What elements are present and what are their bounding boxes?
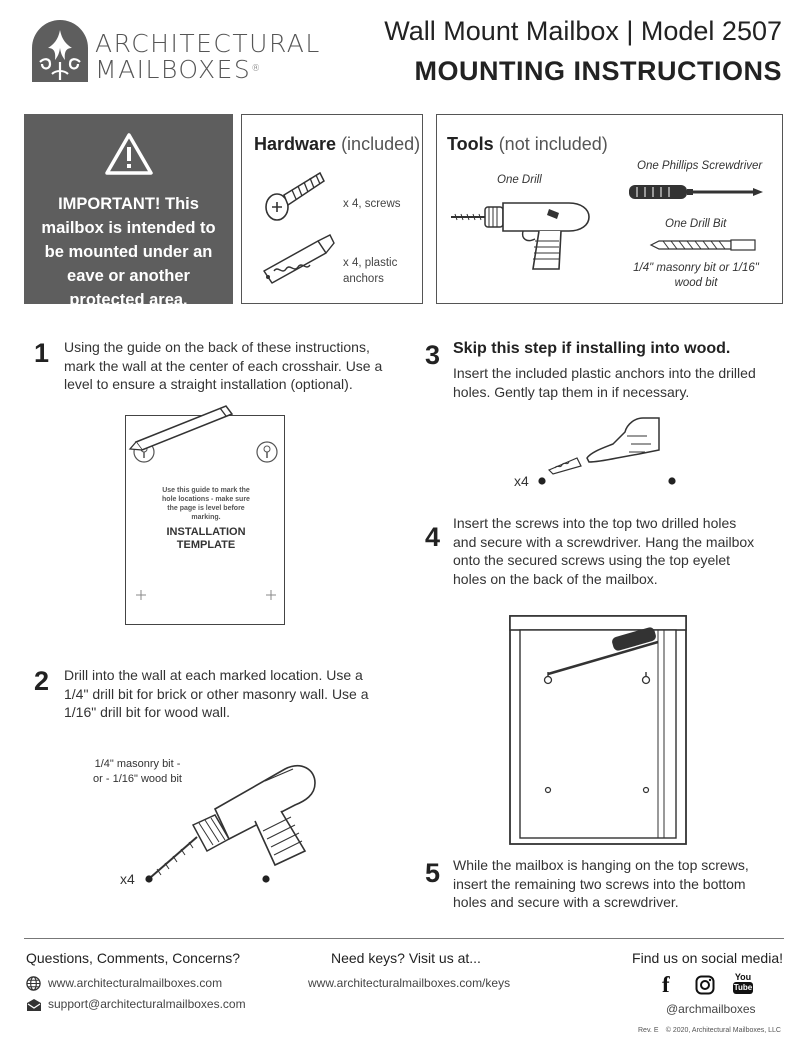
step-3-qty: x4 (514, 473, 529, 489)
finger-anchor-icon (547, 417, 660, 475)
hardware-box: Hardware (included) x 4, screws x 4, pla… (241, 114, 423, 304)
drill-bit-icon (649, 239, 756, 251)
screws-label: x 4, screws (343, 198, 401, 210)
footer-email-link[interactable]: support@architecturalmailboxes.com (48, 997, 246, 1011)
keyhole-right-icon (256, 441, 278, 463)
step-1-text: Using the guide on the back of these ins… (64, 339, 383, 392)
facebook-icon[interactable]: f (662, 972, 670, 997)
tools-box: Tools (not included) One Drill One Phill… (436, 114, 783, 304)
installation-template-illustration: Use this guide to mark the hole location… (125, 415, 285, 625)
important-text: IMPORTANT! This mailbox is intended to b… (41, 195, 216, 309)
brand-line2: MAILBOXES® (95, 56, 262, 83)
anchors-label: x 4, plastic anchors (343, 257, 398, 285)
brand-line2-text: MAILBOXES (95, 55, 252, 84)
youtube-icon[interactable]: You Tube (733, 972, 753, 994)
step-3-heading: Skip this step if installing into wood. (453, 340, 731, 357)
registered-mark: ® (251, 64, 262, 74)
step-5-number: 5 (425, 858, 441, 888)
crosshair-left-icon (136, 590, 146, 600)
footer-social-heading: Find us on social media! (632, 950, 783, 966)
footer-questions: Questions, Comments, Concerns? (26, 950, 240, 966)
footer-revision: Rev. E (638, 1027, 659, 1034)
pencil-icon (128, 405, 234, 451)
hardware-title-bold: Hardware (254, 134, 337, 154)
crosshair-right-icon (266, 590, 276, 600)
step-5-text: While the mailbox is hanging on the top … (453, 857, 749, 910)
drill-icon (451, 202, 590, 270)
template-title: INSTALLATION TEMPLATE (166, 526, 246, 551)
step-3-text: Insert the included plastic anchors into… (453, 365, 756, 400)
template-note: Use this guide to mark the hole location… (162, 487, 250, 521)
tools-title: Tools (not included) (447, 134, 608, 155)
step-4-number: 4 (425, 522, 441, 552)
mailbox-back-illustration (509, 615, 687, 845)
anchor-icon (263, 234, 335, 284)
logo-emblem-icon (32, 20, 88, 82)
footer-copyright: © 2020, Architectural Mailboxes, LLC (665, 1027, 781, 1034)
step-3-number: 3 (425, 340, 441, 370)
drill-bit-label: One Drill Bit (665, 218, 727, 230)
step-2-number: 2 (34, 666, 50, 696)
globe-icon (26, 976, 41, 991)
screwdriver-label: One Phillips Screwdriver (637, 160, 763, 172)
footer-keys-link[interactable]: www.architecturalmailboxes.com/keys (308, 976, 511, 990)
youtube-top-text: You (734, 972, 752, 982)
step-2-qty: x4 (120, 871, 135, 887)
bit-label: 1/4" masonry bit - or - 1/16" wood bit (93, 758, 182, 785)
drill-step2-icon (150, 765, 316, 878)
youtube-bottom-text: Tube (733, 982, 753, 994)
instagram-icon[interactable] (695, 975, 715, 995)
hole-marks-step2 (145, 875, 270, 883)
step-1-number: 1 (34, 338, 50, 368)
brand-line1: ARCHITECTURAL (95, 29, 321, 58)
footer-keys-heading: Need keys? Visit us at... (331, 950, 481, 966)
drill-label: One Drill (497, 174, 542, 186)
footer-social-handle: @archmailboxes (666, 1002, 756, 1016)
step-4-text: Insert the screws into the top two drill… (453, 515, 755, 587)
warning-icon (105, 133, 153, 175)
bit-size-label: 1/4" masonry bit or 1/16" wood bit (633, 262, 759, 289)
tools-title-bold: Tools (447, 134, 494, 154)
step-2-text: Drill into the wall at each marked locat… (64, 667, 369, 720)
brand-logo: ARCHITECTURAL MAILBOXES® (28, 18, 321, 83)
tools-title-note: (not included) (498, 134, 608, 154)
footer-divider (24, 938, 784, 939)
page-subtitle: MOUNTING INSTRUCTIONS (414, 56, 782, 86)
important-notice: IMPORTANT! This mailbox is intended to b… (24, 114, 233, 309)
hardware-title: Hardware (included) (254, 134, 420, 155)
screw-icon (265, 171, 325, 221)
screwdriver-icon (629, 185, 763, 199)
page-title: Wall Mount Mailbox | Model 2507 (384, 16, 782, 46)
hole-marks-step3 (538, 477, 676, 485)
footer-website-link[interactable]: www.architecturalmailboxes.com (48, 976, 223, 990)
hardware-title-note: (included) (341, 134, 421, 154)
email-icon (27, 999, 41, 1011)
